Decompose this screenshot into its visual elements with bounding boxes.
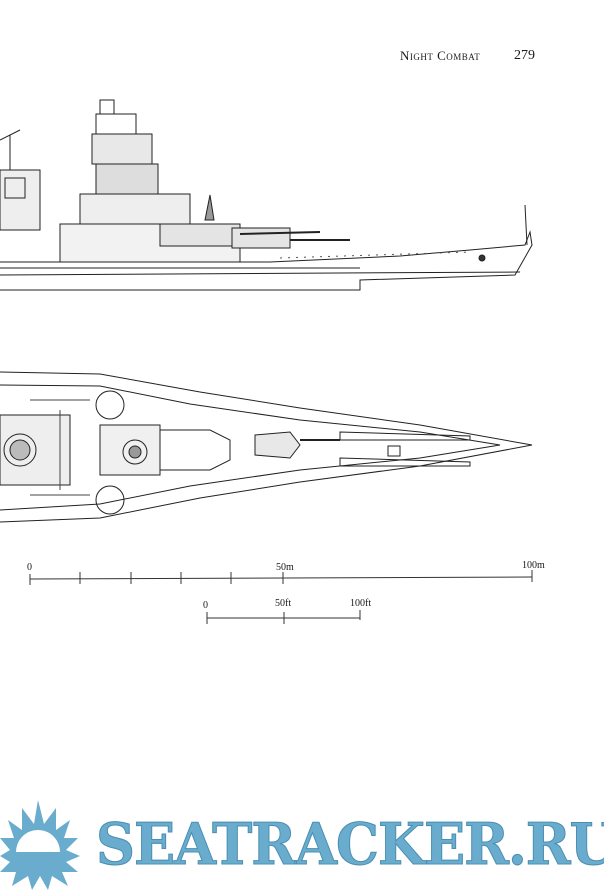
page-number: 279: [514, 48, 535, 63]
metric-scale-label-0: 0: [27, 562, 32, 573]
running-title: Night Combat: [400, 48, 481, 63]
imperial-scale-label-100ft: 100ft: [350, 598, 372, 609]
metric-scale-label-50m: 50m: [276, 562, 294, 573]
imperial-scale-label-0: 0: [203, 600, 208, 611]
ship-profile-view: [0, 99, 533, 291]
sun-logo-icon: [0, 800, 80, 890]
imperial-scale-label-50ft: 50ft: [275, 598, 292, 609]
metric-scale-bar: [29, 570, 533, 585]
imperial-scale-bar: [206, 610, 361, 624]
metric-scale-label-100m: 100m: [522, 560, 545, 571]
watermark-text: SEATRACKER.RU: [96, 810, 604, 878]
ship-plan-view: [0, 371, 533, 523]
